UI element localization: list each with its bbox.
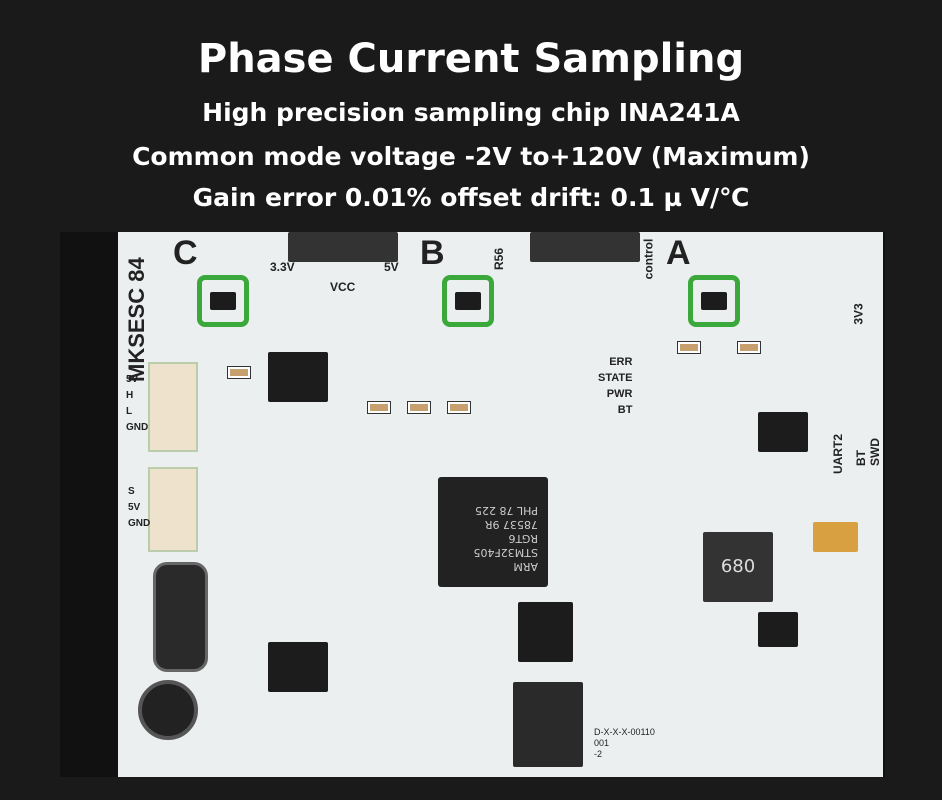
label-3v3: 3.3V — [270, 260, 295, 274]
label-bt-swd: BT SWD — [854, 438, 882, 466]
screw — [138, 680, 198, 740]
label-vcc: VCC — [330, 280, 356, 294]
ic — [758, 612, 798, 647]
sense-chip-a-highlight — [688, 275, 740, 327]
smd-component — [677, 341, 701, 354]
servo-connector — [148, 467, 198, 552]
spec-line-voltage: Common mode voltage -2V to+120V (Maximum… — [132, 142, 810, 171]
tantalum-capacitor — [813, 522, 858, 552]
ina241a-chip — [701, 292, 727, 310]
spec-line-gain: Gain error 0.01% offset drift: 0.1 µ V/℃ — [192, 183, 750, 212]
mosfet — [268, 642, 328, 692]
sense-chip-c-highlight — [197, 275, 249, 327]
smd-component — [737, 341, 761, 354]
label-3v3-header: 3V3 — [851, 303, 866, 325]
phase-a-label: A — [666, 234, 691, 272]
sense-chip-b-highlight — [442, 275, 494, 327]
label-r56: R56 — [492, 247, 507, 271]
phase-c-label: C — [173, 234, 198, 272]
phase-b-label: B — [420, 234, 445, 272]
smd-component — [227, 366, 251, 379]
smd-component — [407, 401, 431, 414]
switch — [288, 232, 398, 262]
label-5v: 5V — [384, 260, 399, 274]
usb-c-port — [153, 562, 208, 672]
page-title: Phase Current Sampling — [197, 36, 745, 82]
board-name: MKSESC 84 — [124, 257, 149, 382]
power-connector — [513, 682, 583, 767]
can-transceiver — [268, 352, 328, 402]
inductor: 680 — [703, 532, 773, 602]
spec-line-chip: High precision sampling chip INA241A — [202, 98, 740, 127]
pcb: MKSESC 84 C B A 3.3V VCC 5V R56 control … — [118, 232, 883, 777]
can-connector — [148, 362, 198, 452]
mosfet — [518, 602, 573, 662]
label-uart2: UART2 — [831, 433, 846, 475]
smd-component — [367, 401, 391, 414]
ic — [758, 412, 808, 452]
label-control: control — [641, 238, 656, 280]
ina241a-chip — [210, 292, 236, 310]
esc-board-photo: MKSESC 84 C B A 3.3V VCC 5V R56 control … — [60, 232, 885, 777]
ina241a-chip — [455, 292, 481, 310]
smd-component — [447, 401, 471, 414]
switch — [530, 232, 640, 262]
